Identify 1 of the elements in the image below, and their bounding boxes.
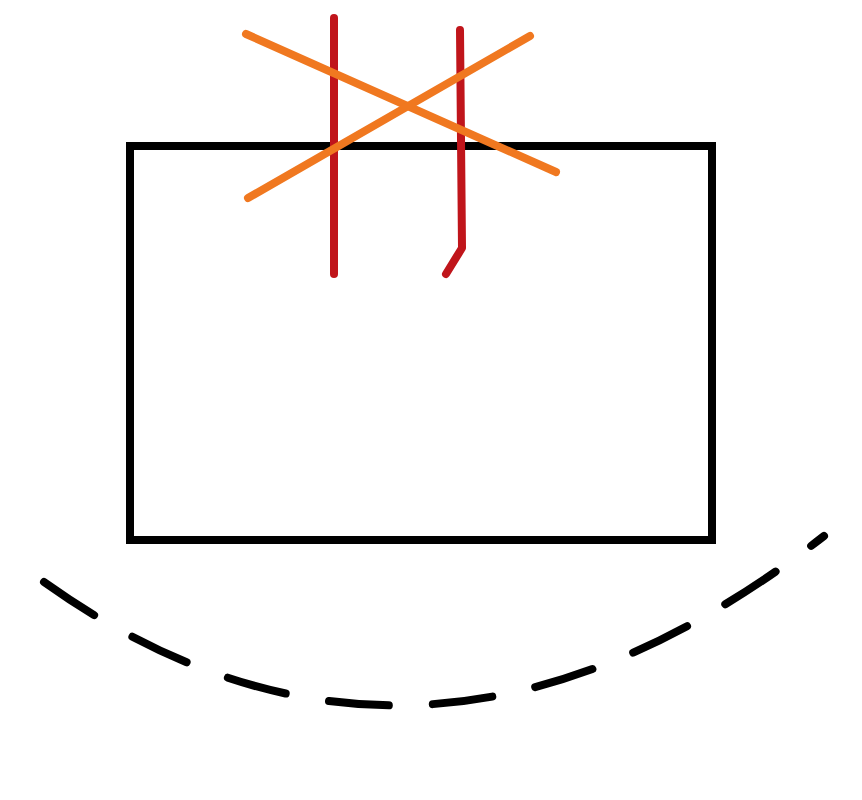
rectangle [126, 142, 716, 544]
